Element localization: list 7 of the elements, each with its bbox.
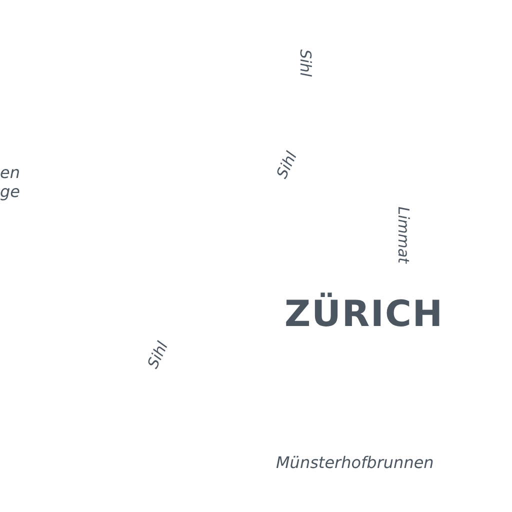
place-label: en ge	[0, 163, 21, 202]
city-label: ZÜRICH	[284, 292, 444, 336]
place-label: Münsterhofbrunnen	[276, 452, 434, 472]
river-label: Limmat	[394, 206, 412, 264]
river-label: Sihl	[272, 148, 300, 182]
river-label: Sihl	[296, 49, 314, 77]
river-label: Sihl	[143, 338, 172, 372]
